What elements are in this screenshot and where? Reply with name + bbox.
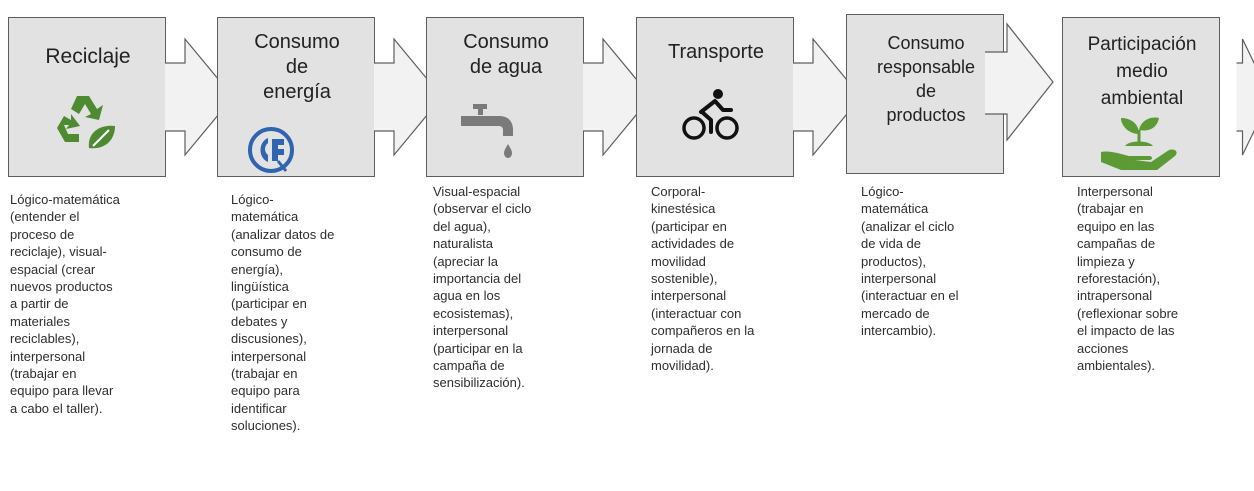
flow-arrow: [1236, 38, 1254, 156]
step-title: Consumo de energía: [254, 31, 340, 103]
step-description-participacion: Interpersonal (trabajar en equipo en las…: [1077, 184, 1179, 374]
step-title: Consumo responsable de productos: [876, 33, 976, 125]
step-box-reciclaje: Reciclaje: [8, 17, 166, 177]
cyclist-icon: [682, 89, 739, 140]
water-faucet-icon: [461, 104, 513, 158]
step-description-consumo-agua: Visual-espacial (observar el ciclo del a…: [433, 184, 532, 391]
step-box-consumo-responsable: Consumo responsable de productos: [846, 14, 1004, 174]
step-description-consumo-responsable: Lógico- matemática (analizar el ciclo de…: [861, 184, 959, 339]
recycle-leaf-icon: [57, 96, 115, 149]
step-description-transporte: Corporal- kinestésica (participar en act…: [651, 184, 755, 374]
flow-arrow: [985, 22, 1054, 142]
step-title: Reciclaje: [45, 45, 131, 68]
energy-plug-icon: [248, 127, 294, 173]
step-box-consumo-agua: Consumo de agua: [426, 17, 584, 177]
step-title: Consumo de agua: [463, 31, 549, 78]
hand-plant-icon: [1101, 117, 1177, 170]
step-description-consumo-energia: Lógico- matemática (analizar datos de co…: [231, 192, 335, 434]
step-box-consumo-energia: Consumo de energía: [217, 17, 375, 177]
step-box-transporte: Transporte: [636, 17, 794, 177]
step-description-reciclaje: Lógico-matemática (entender el proceso d…: [10, 192, 120, 416]
step-title: Participación medio ambiental: [1087, 34, 1197, 109]
step-title: Transporte: [668, 41, 764, 63]
step-box-participacion: Participación medio ambiental: [1062, 17, 1220, 177]
